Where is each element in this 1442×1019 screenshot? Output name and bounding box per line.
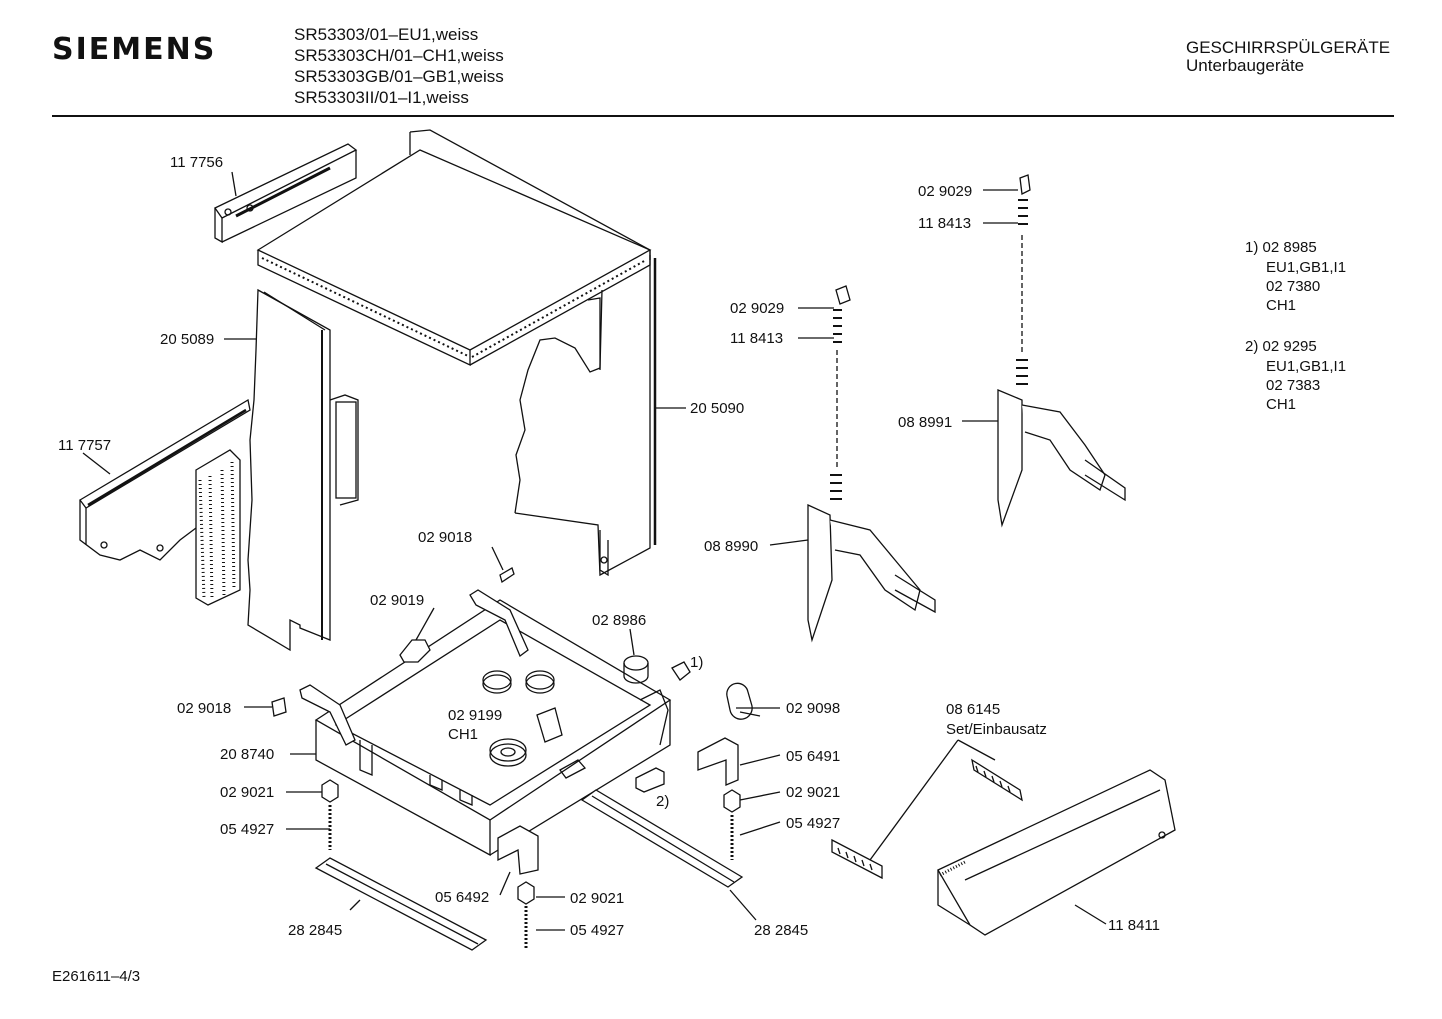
part-label: 02 9029: [730, 300, 784, 317]
part-label: 11 7756: [170, 154, 223, 171]
part-label: 11 8413: [730, 330, 783, 347]
part-label: 08 6145: [946, 701, 1000, 718]
part-label: 28 2845: [754, 922, 808, 939]
part-label: 05 6491: [786, 748, 840, 765]
base-rails-282845: [314, 789, 744, 951]
footnote-1-line: EU1,GB1,I1: [1266, 259, 1346, 276]
footnote-1-line: 02 7380: [1266, 278, 1320, 295]
part-label: 20 8740: [220, 746, 274, 763]
part-label: 20 5089: [160, 331, 214, 348]
model-line: SR53303GB/01–GB1,weiss: [294, 67, 504, 86]
page-header: SIEMENS SR53303/01–EU1,weiss SR53303CH/0…: [0, 0, 1442, 120]
model-line: SR53303II/01–I1,weiss: [294, 88, 469, 107]
part-label: 05 4927: [786, 815, 840, 832]
part-label: 05 4927: [220, 821, 274, 838]
part-label: 11 7757: [58, 437, 111, 454]
part-label: 20 5090: [690, 400, 744, 417]
part-label: 02 9098: [786, 700, 840, 717]
category-subtitle: Unterbaugeräte: [1186, 56, 1305, 75]
part-label: 11 8413: [918, 215, 971, 232]
part-label: Set/Einbausatz: [946, 721, 1047, 738]
footnote-2-line: EU1,GB1,I1: [1266, 358, 1346, 375]
model-list: SR53303/01–EU1,weiss SR53303CH/01–CH1,we…: [294, 24, 504, 108]
category: GESCHIRRSPÜLGERÄTE Unterbaugeräte: [1186, 39, 1390, 75]
part-label: 02 9021: [220, 784, 274, 801]
part-label: 11 8411: [1108, 917, 1160, 934]
base-tray-208740: [299, 589, 672, 857]
model-line: SR53303/01–EU1,weiss: [294, 25, 479, 44]
footnote-2-line: 2) 02 9295: [1245, 338, 1317, 355]
footnote-1-line: CH1: [1266, 297, 1296, 314]
part-label: 02 9199: [448, 707, 502, 724]
part-labels: 11 7756 20 5089 11 7757 20 5090 02 9018 …: [58, 154, 1160, 939]
part-label: 02 9021: [570, 890, 624, 907]
feet-and-screws: [321, 779, 741, 948]
footnote-2-line: 02 7383: [1266, 377, 1320, 394]
category-title: GESCHIRRSPÜLGERÄTE: [1186, 38, 1391, 57]
insulation-block: [195, 449, 241, 606]
hinge-spring-right: [997, 174, 1126, 528]
part-label: 08 8990: [704, 538, 758, 555]
side-panel-205090: [514, 255, 657, 577]
part-label: 08 8991: [898, 414, 952, 431]
header-divider: [52, 115, 1394, 117]
leader-lines: [82, 171, 1107, 931]
part-label: 05 6492: [435, 889, 489, 906]
brand-logo: SIEMENS: [52, 32, 217, 67]
part-label: 02 9019: [370, 592, 424, 609]
part-label: 02 9018: [418, 529, 472, 546]
model-line: SR53303CH/01–CH1,weiss: [294, 46, 504, 65]
plinth-118411: [831, 758, 1176, 936]
part-label: 1): [690, 654, 703, 671]
front-panel-205089: [247, 288, 359, 652]
part-label: CH1: [448, 726, 478, 743]
footnote-1-line: 1) 02 8985: [1245, 239, 1317, 256]
part-label: 02 8986: [592, 612, 646, 629]
footnotes: 1) 02 8985 EU1,GB1,I1 02 7380 CH1 2) 02 …: [1245, 239, 1346, 413]
small-parts: [271, 567, 761, 875]
rail-117756: [214, 143, 358, 244]
rail-117757: [79, 398, 251, 561]
part-label: 28 2845: [288, 922, 342, 939]
part-label: 02 9021: [786, 784, 840, 801]
footnote-2-line: CH1: [1266, 396, 1296, 413]
part-label: 2): [656, 793, 669, 810]
part-label: 02 9029: [918, 183, 972, 200]
part-label: 05 4927: [570, 922, 624, 939]
part-label: 02 9018: [177, 700, 231, 717]
document-code: E261611–4/3: [52, 968, 141, 985]
hinge-spring-left: [807, 285, 936, 643]
